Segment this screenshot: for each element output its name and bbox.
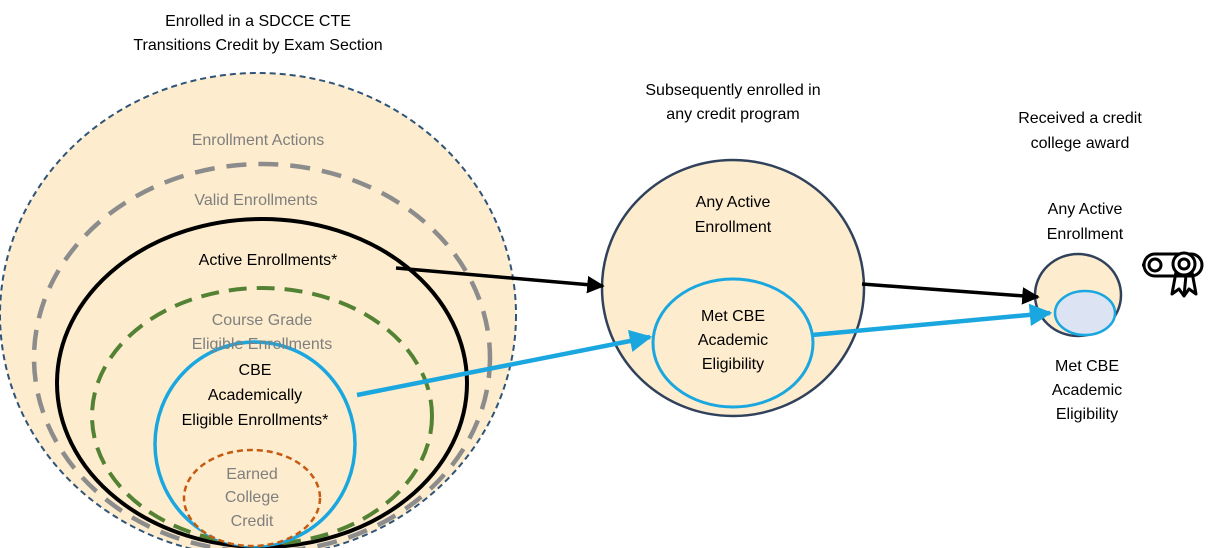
cbe-academic-label-line-1: CBE bbox=[239, 362, 272, 379]
earned-credit-label-line-2: College bbox=[225, 489, 279, 506]
right-award-group: Any Active Enrollment Met CBE Academic E… bbox=[1033, 201, 1124, 423]
header-right-line-1: Received a credit bbox=[1018, 110, 1142, 127]
right-active-label-line-2: Enrollment bbox=[1047, 226, 1124, 243]
right-met-cbe-label-line-3: Eligibility bbox=[1056, 406, 1118, 423]
earned-credit-label-line-1: Earned bbox=[226, 466, 278, 483]
enrollment-actions-label: Enrollment Actions bbox=[192, 132, 325, 149]
left-enrollment-group: Enrollment Actions Valid Enrollments Act… bbox=[0, 72, 517, 548]
course-grade-label-line-1: Course Grade bbox=[212, 312, 313, 329]
header-middle-line-1: Subsequently enrolled in bbox=[645, 82, 820, 99]
middle-met-cbe-label-line-3: Eligibility bbox=[702, 356, 764, 373]
right-met-cbe-label-line-2: Academic bbox=[1052, 382, 1122, 399]
right-active-label-line-1: Any Active bbox=[1048, 201, 1123, 218]
middle-enrollment-group: Any Active Enrollment Met CBE Academic E… bbox=[600, 158, 866, 418]
course-grade-label-line-2: Eligible Enrollments bbox=[192, 336, 333, 353]
right-met-cbe-label-line-1: Met CBE bbox=[1055, 358, 1119, 375]
earned-credit-circle bbox=[182, 448, 322, 548]
arrow-middle-cbe-to-right bbox=[811, 303, 1053, 338]
earned-credit-label-line-3: Credit bbox=[231, 513, 274, 530]
middle-active-label-line-2: Enrollment bbox=[695, 219, 772, 236]
arrow-active-to-middle bbox=[395, 266, 605, 294]
middle-active-label-line-1: Any Active bbox=[696, 194, 771, 211]
middle-met-cbe-circle bbox=[651, 277, 815, 409]
header-left-title: Enrolled in a SDCCE CTE Transitions Cred… bbox=[133, 13, 382, 54]
arrow-middle-to-right bbox=[861, 282, 1040, 305]
active-enrollments-label: Active Enrollments* bbox=[199, 252, 338, 269]
header-middle-line-2: any credit program bbox=[666, 106, 799, 123]
diploma-certificate-icon bbox=[1142, 251, 1204, 298]
right-met-cbe-circle bbox=[1053, 289, 1117, 337]
cbe-academic-label-line-3: Eligible Enrollments* bbox=[182, 412, 329, 429]
valid-enrollments-label: Valid Enrollments bbox=[194, 192, 317, 209]
cbe-academic-label-line-2: Academically bbox=[208, 387, 302, 404]
arrow-cbe-to-middle bbox=[356, 329, 653, 398]
header-middle-title: Subsequently enrolled in any credit prog… bbox=[645, 82, 820, 123]
middle-met-cbe-label-line-1: Met CBE bbox=[701, 308, 765, 325]
header-left-line-1: Enrolled in a SDCCE CTE bbox=[165, 13, 351, 30]
middle-met-cbe-label-line-2: Academic bbox=[698, 332, 768, 349]
header-left-line-2: Transitions Credit by Exam Section bbox=[133, 37, 382, 54]
header-right-line-2: college award bbox=[1031, 135, 1130, 152]
header-right-title: Received a credit college award bbox=[1018, 110, 1142, 152]
